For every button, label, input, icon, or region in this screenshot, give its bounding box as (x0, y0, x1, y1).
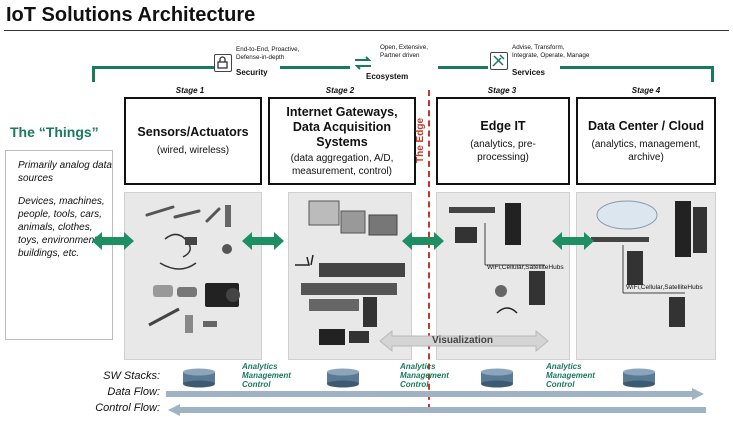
things-box: Primarily analog data sources Devices, m… (5, 150, 113, 340)
stage-3-box: Edge IT (analytics, pre-processing) (436, 97, 570, 185)
ecosystem-desc: Open, Extensive, Partner driven (380, 44, 428, 59)
amc-stage3-analytics: Analytics (400, 362, 436, 371)
stage-2-label: Stage 2 (325, 86, 355, 95)
stage-1-panel (124, 192, 262, 360)
stage-3-heading: Edge IT (480, 118, 526, 133)
security-desc: End-to-End, Proactive, Defense-in-depth (236, 46, 299, 61)
data-flow-arrow (166, 388, 704, 400)
capability-line-tick-left (92, 66, 95, 82)
stage-2-box: Internet Gateways, Data Acquisition Syst… (268, 97, 416, 185)
capability-line-right (560, 66, 714, 69)
things-desc-1: Primarily analog data sources (18, 160, 112, 184)
stage-1-heading: Sensors/Actuators (137, 125, 249, 139)
sw-stack-cylinder-4 (623, 368, 655, 388)
ecosystem-label: Ecosystem (366, 72, 409, 81)
arrow-stage3-stage4 (552, 232, 594, 250)
stage-3-sub: (analytics, pre-processing) (470, 138, 536, 163)
stage-2-heading: Internet Gateways, Data Acquisition Syst… (286, 104, 398, 149)
amc-stage4-analytics: Analytics (546, 362, 582, 371)
edge-divider (428, 90, 430, 410)
amc-stage2-management: Management (242, 371, 291, 380)
amc-stage2: Analytics Management Control (242, 362, 291, 389)
sensors-illustration (145, 205, 240, 333)
stage-4-box: Data Center / Cloud (analytics, manageme… (576, 97, 716, 185)
security-desc-line1: End-to-End, Proactive, (236, 46, 300, 53)
capability-line-tick-right (711, 66, 714, 82)
things-title: The “Things” (10, 124, 99, 140)
stage-3-panel (436, 192, 570, 360)
edge-label: The Edge (415, 117, 426, 163)
sw-stacks-label: SW Stacks: (103, 370, 160, 382)
stage-2-sub: (data aggregation, A/D, measurement, con… (290, 152, 394, 177)
security-desc-line2: Defense-in-depth (236, 53, 285, 61)
amc-stage4-control: Control (546, 380, 575, 389)
sw-stack-cylinder-2 (327, 368, 359, 388)
gateways-illustration (295, 200, 405, 345)
amc-stage3-management: Management (400, 371, 449, 380)
stage-4-sub: (analytics, management, archive) (591, 138, 701, 163)
services-desc-line2: Integrate, Operate, Manage (512, 51, 590, 59)
datacenter-illustration (591, 200, 707, 327)
ecosystem-desc-line1: Open, Extensive, (380, 44, 428, 51)
amc-stage4: Analytics Management Control (546, 362, 595, 389)
amc-stage2-analytics: Analytics (242, 362, 278, 371)
arrow-things-stage1 (92, 232, 134, 250)
services-desc: Advise, Transform, Integrate, Operate, M… (512, 44, 589, 59)
capability-line-left (92, 66, 214, 69)
amc-stage2-control: Control (242, 380, 271, 389)
stage-3-hubs-label: WiFi,Cellular,SatelliteHubs (487, 264, 564, 271)
control-flow-label: Control Flow: (95, 402, 160, 414)
stage-1-label: Stage 1 (175, 86, 205, 95)
things-desc-2: Devices, machines, people, tools, cars, … (18, 196, 105, 259)
ecosystem-desc-line2: Partner driven (380, 51, 420, 59)
arrow-stage2-stage3 (402, 232, 444, 250)
stage-4-panel (576, 192, 716, 360)
arrow-stage1-stage2 (242, 232, 284, 250)
title-rule (4, 30, 729, 31)
security-label: Security (236, 68, 268, 77)
stage-3-label: Stage 3 (487, 86, 517, 95)
stage-4-hubs-label: WiFi,Cellular,SatelliteHubs (626, 284, 703, 291)
services-label: Services (512, 68, 545, 77)
data-flow-label: Data Flow: (107, 386, 160, 398)
sw-stack-cylinder-1 (183, 368, 215, 388)
stage-4-label: Stage 4 (631, 86, 661, 95)
control-flow-arrow (168, 404, 706, 416)
lock-icon (214, 54, 232, 72)
stage-1-box: Sensors/Actuators (wired, wireless) (124, 97, 262, 185)
capability-line-mid1 (280, 66, 350, 69)
stage-1-sub: (wired, wireless) (156, 145, 230, 156)
visualization-arrow (379, 330, 549, 352)
visualization-label: Visualization (432, 335, 493, 346)
exchange-icon (352, 54, 374, 72)
sw-stack-cylinder-3 (481, 368, 513, 388)
stage-4-heading: Data Center / Cloud (588, 118, 704, 133)
page-title: IoT Solutions Architecture (6, 4, 256, 26)
tools-icon (490, 52, 508, 70)
amc-stage3-control: Control (400, 380, 429, 389)
amc-stage4-management: Management (546, 371, 595, 380)
amc-stage3: Analytics Management Control (400, 362, 449, 389)
capability-line-mid2 (438, 66, 488, 69)
edge-it-illustration (449, 203, 545, 314)
services-desc-line1: Advise, Transform, (512, 44, 565, 51)
